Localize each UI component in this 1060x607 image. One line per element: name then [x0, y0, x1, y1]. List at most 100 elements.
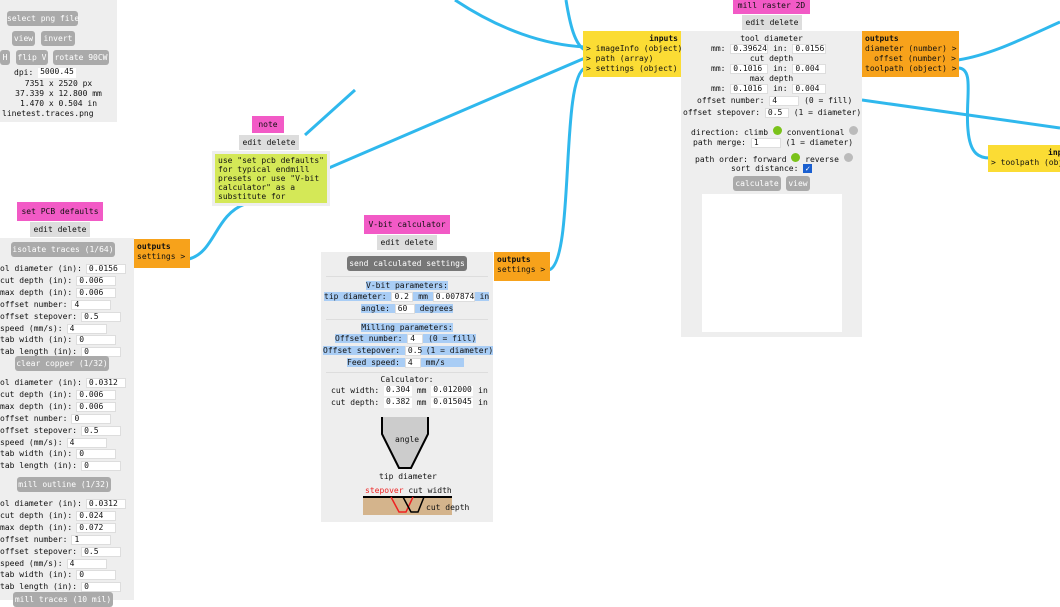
view-button[interactable]: view — [786, 176, 810, 191]
tip-in-input[interactable]: 0.007874 — [432, 292, 475, 302]
setting-input[interactable]: 4 — [66, 437, 107, 448]
feed-input[interactable]: 4 — [404, 358, 421, 368]
input-imageinfo[interactable]: > imageInfo (object) — [586, 44, 683, 53]
path-merge-input[interactable]: 1 — [750, 138, 781, 148]
sort-distance-checkbox[interactable]: ✓ — [803, 164, 813, 173]
cut-depth-mm[interactable]: 0.382 — [384, 397, 412, 408]
setting-label: ol diameter (in): — [0, 378, 82, 387]
dpi-label: dpi: — [14, 68, 34, 77]
cut-depth-in[interactable]: 0.004 — [792, 64, 827, 74]
setting-row: ol diameter (in):0.0156 — [0, 264, 126, 274]
output-toolpath[interactable]: toolpath (object) > — [865, 64, 957, 73]
cut-depth-mm[interactable]: 0.1016 — [730, 64, 769, 74]
angle-input[interactable]: 60 — [394, 304, 415, 314]
setting-input[interactable]: 4 — [66, 323, 107, 334]
offset-number-label: offset number: — [697, 96, 765, 105]
conventional-label: conventional — [786, 128, 845, 137]
setting-input[interactable]: 0 — [76, 335, 117, 346]
setting-row: cut depth (in):0.024 — [0, 510, 117, 521]
setting-input[interactable]: 0 — [81, 461, 122, 472]
offset-number-input[interactable]: 4 — [769, 96, 800, 106]
input-toolpath[interactable]: > toolpath (object) — [991, 158, 1060, 167]
in-label: in: — [773, 84, 788, 93]
setting-input[interactable]: 0.0312 — [85, 378, 126, 388]
select-png-button[interactable]: select png file — [7, 11, 79, 26]
setting-input[interactable]: 0.006 — [76, 275, 117, 286]
dpi-input[interactable]: 5000.45 — [38, 67, 76, 78]
preset-button[interactable]: mill outline (1/32) — [17, 477, 111, 492]
rotate-button[interactable]: rotate 90CW — [53, 50, 109, 65]
setting-input[interactable]: 0.072 — [76, 522, 117, 533]
setting-input[interactable]: 0.5 — [81, 311, 122, 322]
setting-input[interactable]: 0.006 — [76, 401, 117, 412]
cut-depth-label: cut depth: — [331, 398, 380, 407]
setting-input[interactable]: 0.0156 — [85, 264, 126, 274]
raster-edit-delete[interactable]: edit delete — [742, 15, 802, 30]
climb-radio[interactable] — [772, 126, 782, 135]
calculate-button[interactable]: calculate — [733, 176, 781, 191]
setting-input[interactable]: 0.006 — [76, 287, 117, 298]
raster-title[interactable]: mill raster 2D — [733, 0, 810, 14]
note-title[interactable]: note — [252, 116, 284, 133]
stepover-note: (1 = diameter) — [425, 346, 494, 355]
send-settings-button[interactable]: send calculated settings — [347, 256, 467, 271]
max-depth-in[interactable]: 0.004 — [792, 84, 827, 94]
stepover-input[interactable]: 0.5 — [404, 346, 422, 356]
setting-row: cut depth (in):0.006 — [0, 389, 117, 400]
pcb-title[interactable]: set PCB defaults — [17, 202, 103, 221]
path-order-label: path order: forward — [695, 155, 787, 164]
cut-depth-in[interactable]: 0.015045 — [431, 397, 474, 408]
output-settings[interactable]: settings > — [137, 252, 186, 261]
wire — [957, 20, 1060, 62]
setting-input[interactable]: 0.0312 — [85, 499, 126, 509]
setting-input[interactable]: 0.5 — [81, 546, 122, 557]
forward-radio[interactable] — [791, 153, 801, 162]
max-depth-mm[interactable]: 0.1016 — [730, 84, 769, 94]
cut-width-mm[interactable]: 0.304 — [384, 385, 412, 396]
vbit-title[interactable]: V-bit calculator — [364, 215, 450, 234]
setting-label: offset number: — [0, 299, 68, 309]
setting-input[interactable]: 0.024 — [76, 510, 117, 521]
note-textarea[interactable]: use "set pcb defaults" for typical endmi… — [215, 154, 327, 203]
input-path[interactable]: > path (array) — [586, 54, 654, 63]
view-button[interactable]: view — [12, 31, 35, 46]
setting-row: cut depth (in):0.006 — [0, 275, 117, 286]
tip-diameter-text: tip diameter — [379, 472, 437, 481]
stepover-input[interactable]: 0.5 — [764, 108, 789, 118]
cut-width-in[interactable]: 0.012000 — [431, 385, 474, 396]
flip-h-button[interactable]: H — [0, 50, 10, 65]
preset-button[interactable]: isolate traces (1/64) — [11, 242, 115, 257]
setting-label: offset number: — [0, 413, 68, 423]
setting-input[interactable]: 0 — [76, 449, 117, 460]
tool-diameter-in[interactable]: 0.0156 — [792, 44, 827, 54]
tool-diameter-mm[interactable]: 0.39624 — [730, 44, 769, 54]
raster-inputs: inputs > imageInfo (object) > path (arra… — [583, 31, 683, 77]
output-diameter[interactable]: diameter (number) > — [865, 44, 957, 53]
stepover-label: offset stepover: — [683, 108, 761, 117]
conventional-radio[interactable] — [849, 126, 859, 135]
setting-label: tab width (in): — [0, 335, 73, 345]
setting-input[interactable]: 0 — [71, 413, 112, 424]
note-edit-delete[interactable]: edit delete — [239, 135, 299, 150]
setting-input[interactable]: 4 — [71, 299, 112, 310]
preset-button[interactable]: clear copper (1/32) — [15, 356, 109, 371]
vbit-edit-delete[interactable]: edit delete — [377, 235, 437, 250]
setting-input[interactable]: 0 — [81, 582, 122, 593]
setting-input[interactable]: 1 — [71, 534, 112, 545]
offset-number-input[interactable]: 4 — [407, 334, 424, 344]
reverse-label: reverse — [805, 155, 839, 164]
pcb-edit-delete[interactable]: edit delete — [30, 222, 90, 237]
output-settings[interactable]: settings > — [497, 265, 546, 274]
tip-mm-input[interactable]: 0.2 — [391, 292, 414, 302]
invert-button[interactable]: invert — [41, 31, 75, 46]
setting-input[interactable]: 0.006 — [76, 389, 117, 400]
input-settings[interactable]: > settings (object) — [586, 64, 678, 73]
file-name: linetest.traces.png — [2, 109, 94, 118]
setting-input[interactable]: 0 — [76, 570, 117, 581]
reverse-radio[interactable] — [843, 153, 853, 162]
feed-label: Feed speed: — [347, 358, 400, 367]
output-offset[interactable]: offset (number) > — [874, 54, 956, 63]
setting-input[interactable]: 4 — [66, 558, 107, 569]
flip-v-button[interactable]: flip V — [16, 50, 48, 65]
setting-input[interactable]: 0.5 — [81, 425, 122, 436]
